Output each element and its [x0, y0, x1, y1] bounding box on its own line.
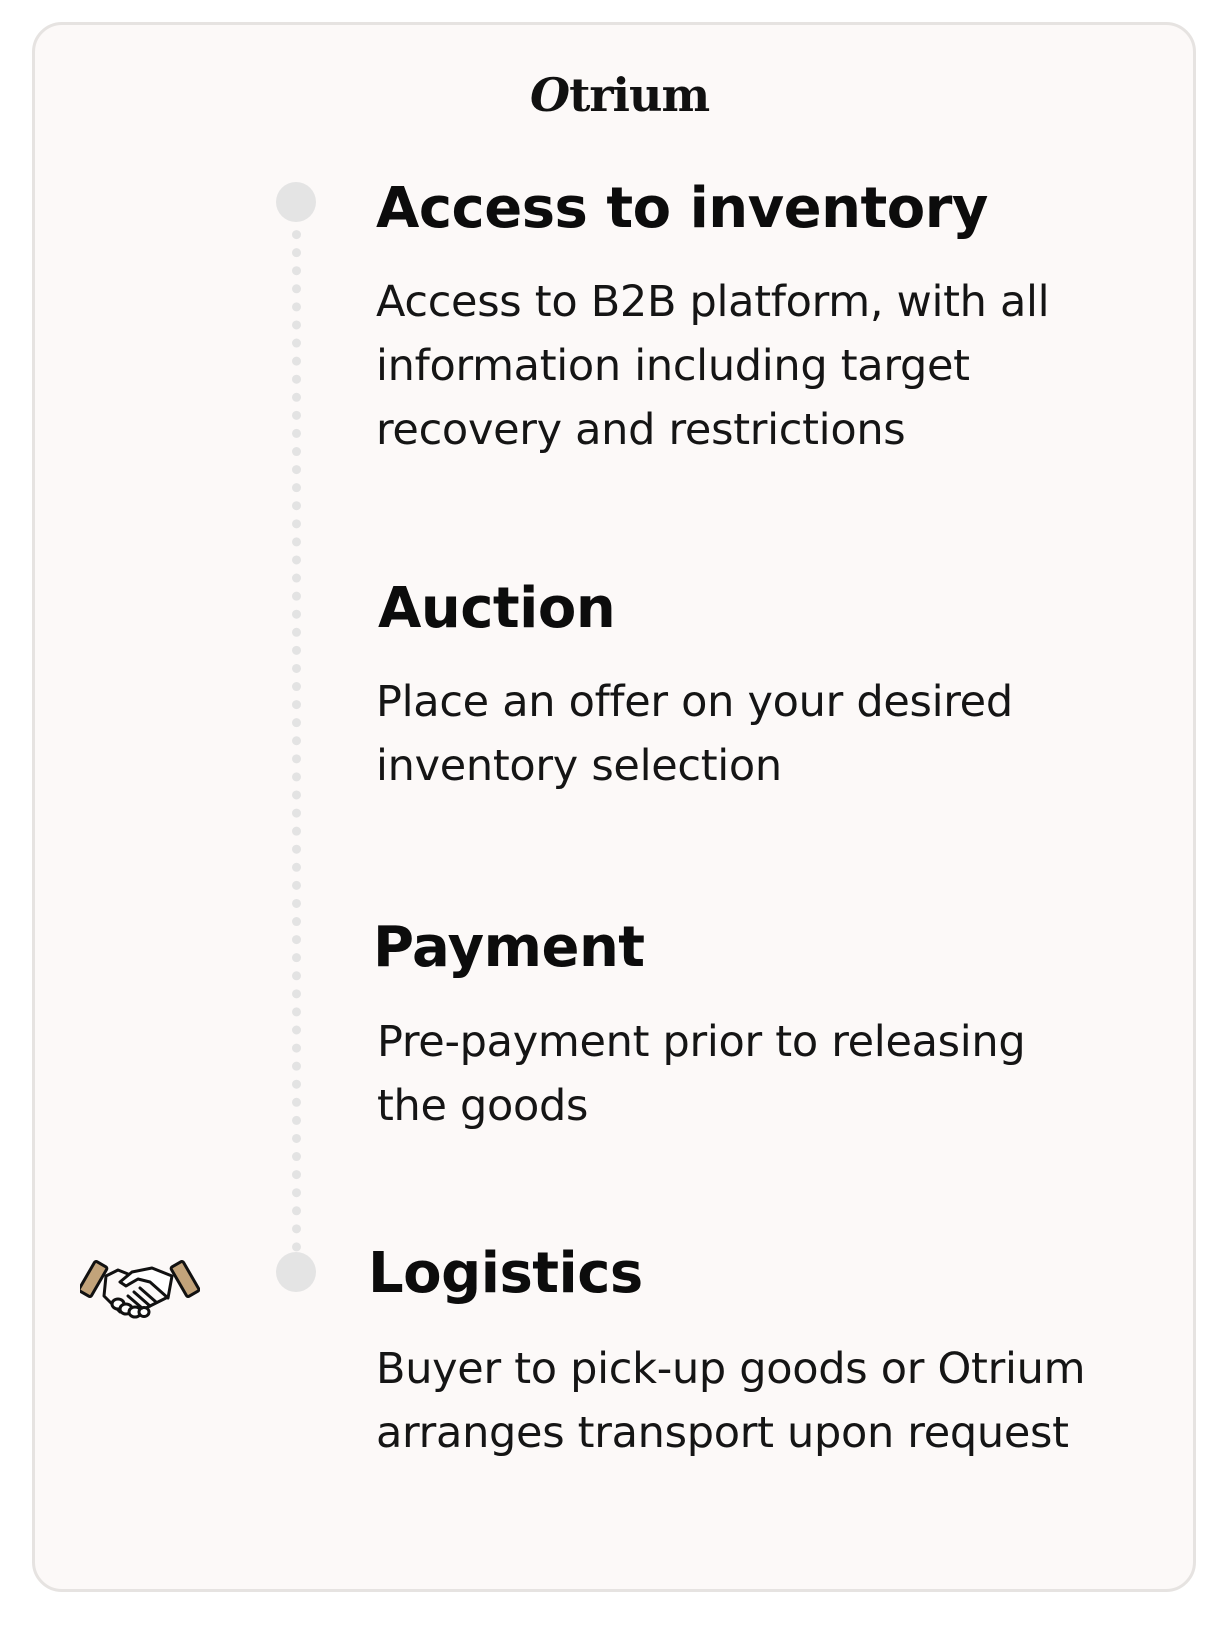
step-title-auction: Auction [378, 576, 616, 641]
handshake-icon [80, 1260, 200, 1319]
timeline-line [292, 212, 301, 1252]
timeline-end-dot [276, 1252, 316, 1292]
step-title-payment: Payment [373, 915, 645, 980]
otrium-logo: Otrium [530, 68, 710, 122]
step-title-logistics: Logistics [368, 1241, 643, 1306]
step-description-payment: Pre-payment prior to releasing the goods [377, 1017, 1026, 1131]
step-description-logistics: Buyer to pick-up goods or Otrium arrange… [376, 1344, 1086, 1458]
step-title-access: Access to inventory [376, 176, 988, 241]
timeline-start-dot [276, 182, 316, 222]
process-card [32, 22, 1196, 1592]
step-description-auction: Place an offer on your desired inventory… [376, 677, 1013, 791]
step-description-access: Access to B2B platform, with all informa… [376, 277, 1050, 455]
